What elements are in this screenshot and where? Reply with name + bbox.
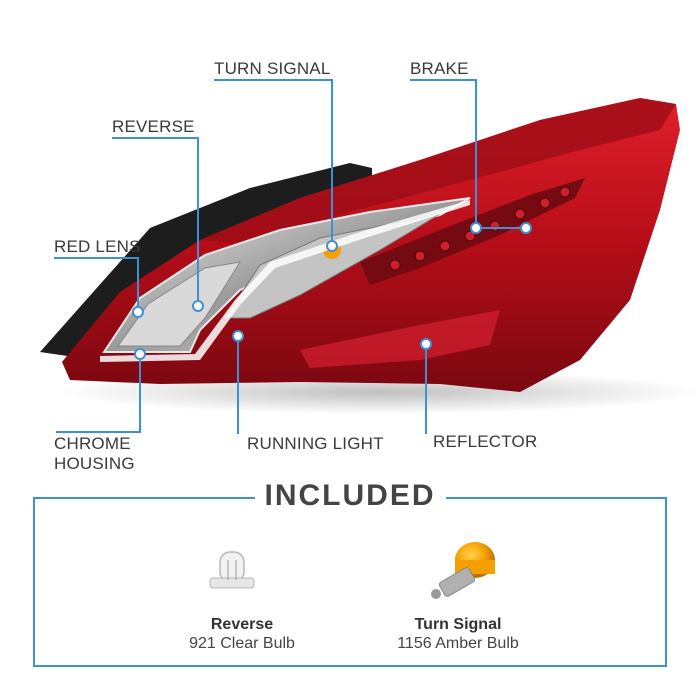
reverse-lens bbox=[117, 261, 242, 347]
upper-red-band bbox=[200, 98, 676, 245]
turn-signal-bulb-description: 1156 Amber Bulb bbox=[397, 635, 519, 652]
reflector-panel bbox=[300, 310, 500, 368]
callout-dots bbox=[132, 222, 532, 360]
clear-bulb-icon bbox=[209, 551, 255, 589]
turn-signal-bulb-name: Turn Signal bbox=[414, 616, 502, 633]
reverse-label: REVERSE bbox=[112, 117, 195, 136]
reverse-bulb-description: 921 Clear Bulb bbox=[189, 635, 295, 652]
included-title: INCLUDED bbox=[0, 479, 700, 513]
callout-lines bbox=[54, 79, 526, 434]
turn-signal-label: TURN SIGNAL bbox=[214, 59, 331, 78]
included-box bbox=[33, 497, 667, 667]
reflector-label: REFLECTOR bbox=[433, 432, 538, 451]
chrome-housing-label-line2: HOUSING bbox=[54, 454, 135, 473]
amber-bulb-icon bbox=[431, 542, 495, 599]
brake-label: BRAKE bbox=[410, 59, 469, 78]
running-light-label: RUNNING LIGHT bbox=[247, 434, 384, 453]
running-light-strip bbox=[100, 200, 470, 362]
reverse-bulb-name: Reverse bbox=[210, 616, 274, 633]
red-lens-label: RED LENS bbox=[54, 237, 141, 256]
chrome-housing-label-line1: CHROME bbox=[54, 434, 131, 453]
